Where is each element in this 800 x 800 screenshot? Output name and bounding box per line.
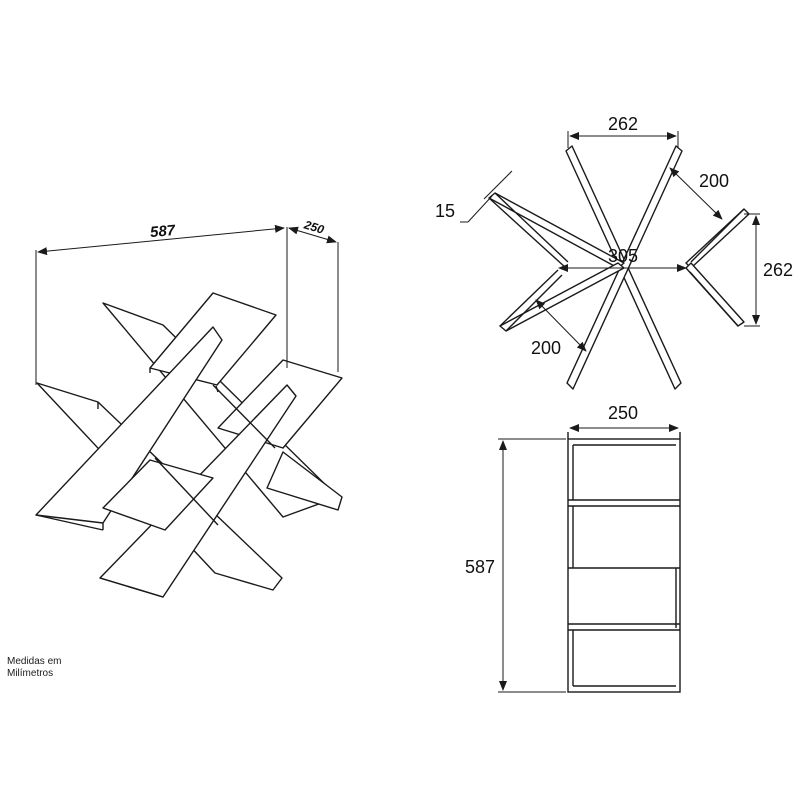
dim-200-top	[669, 167, 723, 220]
side-height-label: 587	[465, 557, 495, 577]
front-board	[499, 262, 625, 332]
front-board	[488, 192, 625, 269]
front-dimensions	[460, 131, 760, 352]
front-width-label: 262	[608, 114, 638, 134]
units-note-line1: Medidas em	[7, 656, 62, 667]
iso-dimensions	[35, 224, 339, 385]
front-spacing-bottom-label: 200	[531, 338, 561, 358]
iso-width-label: 587	[149, 222, 176, 241]
iso-panel	[266, 451, 343, 511]
dim-15-leader	[483, 170, 513, 200]
iso-panel	[35, 326, 223, 524]
front-height-label: 262	[763, 260, 793, 280]
front-view-lines	[488, 192, 745, 332]
front-board	[685, 262, 745, 327]
side-dimensions	[498, 424, 679, 693]
units-note: Medidas em Milímetros	[7, 656, 61, 680]
iso-width-dim	[37, 224, 285, 256]
dim-200-bottom	[535, 299, 587, 352]
iso-depth-dim	[288, 226, 337, 244]
front-thickness-label: 15	[435, 201, 455, 221]
side-view	[567, 432, 681, 693]
iso-depth-label: 250	[302, 217, 327, 237]
front-center-span-label: 305	[608, 246, 638, 266]
front-board	[685, 208, 750, 269]
isometric-view	[35, 292, 343, 598]
iso-panel	[102, 459, 214, 531]
units-note-line2: Milímetros	[7, 668, 54, 679]
side-depth-label: 250	[608, 403, 638, 423]
front-spacing-top-label: 200	[699, 171, 729, 191]
side-outline	[567, 438, 681, 693]
